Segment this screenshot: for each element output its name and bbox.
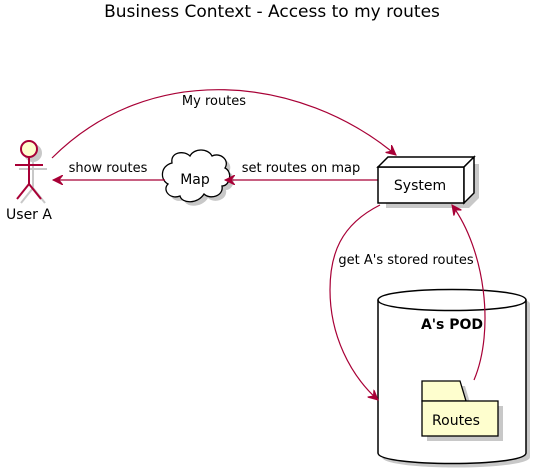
edge-get-stored-line [329,204,381,400]
system-side [463,155,475,205]
actor-label: User A [6,207,52,223]
routes-folder-body [421,400,499,437]
map-label: Map [180,172,210,188]
actor-user-a[interactable]: User A [6,140,52,223]
edge-show-routes-label: show routes [69,161,148,176]
edge-get-stored-label: get A's stored routes [338,253,473,268]
edge-my-routes-label: My routes [182,94,246,109]
node-map[interactable]: Map [161,149,234,206]
routes-folder-tab [421,380,467,402]
edge-routes-return-line [452,205,486,381]
routes-label: Routes [432,413,480,429]
actor-figure [15,140,43,200]
node-routes-folder[interactable]: Routes [421,380,503,441]
edge-routes-return [452,205,486,381]
system-top [376,156,476,168]
pod-label: A's POD [421,317,483,333]
edge-set-routes-label: set routes on map [242,161,360,176]
node-system[interactable]: System [376,155,479,208]
edge-show-routes: show routes [53,161,165,180]
system-front [377,166,465,204]
edge-set-routes: set routes on map [225,161,378,180]
map-cloud-shape [161,149,231,203]
diagram-title: Business Context - Access to my routes [104,2,440,22]
edge-my-routes: My routes [51,89,396,159]
edge-get-stored: get A's stored routes [329,204,474,400]
system-label: System [394,178,446,194]
edge-my-routes-line [51,89,396,159]
node-pod[interactable]: A's POD Routes [377,288,530,468]
pod-rim [377,299,527,312]
